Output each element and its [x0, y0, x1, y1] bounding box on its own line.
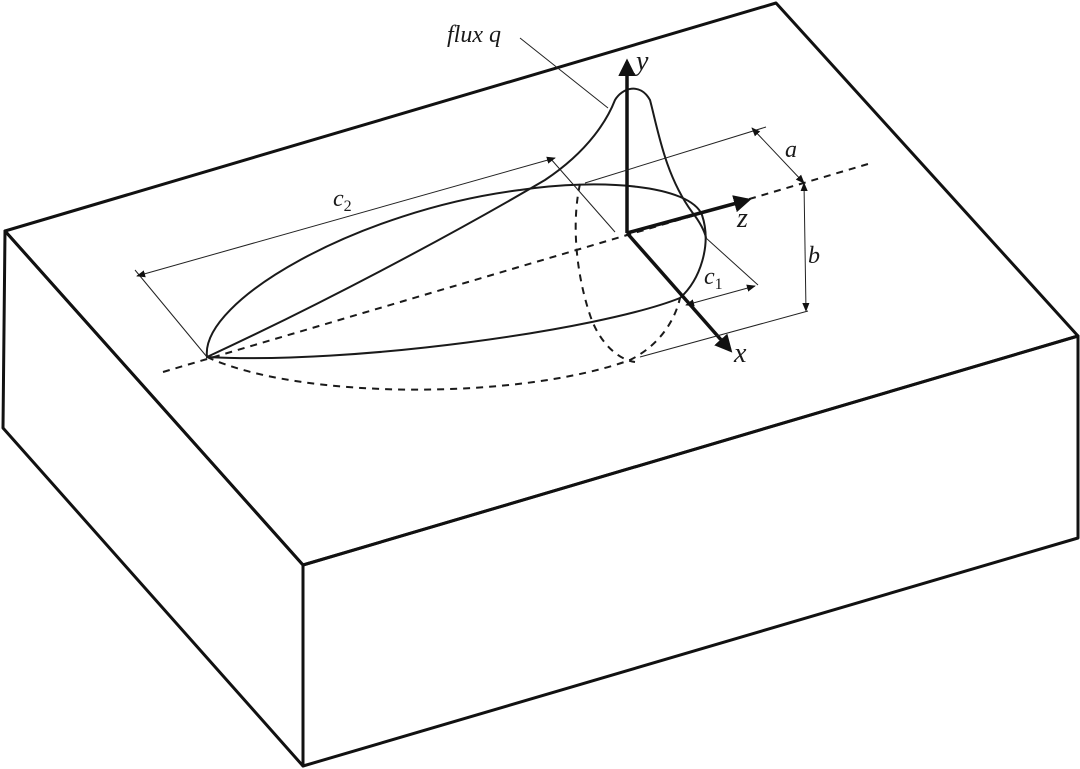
- c1-base: c: [704, 264, 715, 290]
- x-axis: [625, 231, 733, 353]
- labels: flux q y z x a b c1 c2: [333, 22, 820, 369]
- c2-label: c2: [333, 186, 352, 215]
- block-top-face: [3, 1, 1080, 567]
- z-axis-label: z: [736, 203, 748, 234]
- a-dimension-arrow: [751, 127, 805, 184]
- y-axis-label: y: [633, 46, 649, 77]
- z-axis: [626, 195, 752, 235]
- b-label: b: [808, 243, 820, 269]
- a-label: a: [785, 137, 797, 163]
- coordinate-axes: [618, 58, 752, 353]
- x-axis-label: x: [733, 338, 747, 369]
- dimension-lines: [134, 37, 810, 358]
- block-left-face: [1, 229, 305, 768]
- flux-distribution-curve: [206, 87, 707, 358]
- c1-label: c1: [704, 264, 723, 293]
- flux-leader-line: [519, 37, 609, 109]
- c1-sub: 1: [715, 276, 723, 293]
- c1-dimension-arrow: [685, 284, 756, 307]
- flux-label: flux q: [447, 22, 501, 48]
- cross-section-curve: [574, 183, 636, 363]
- c2-base: c: [333, 186, 344, 212]
- weld-centerline: [162, 163, 869, 373]
- block-front-face: [301, 334, 1080, 768]
- depth-boundary: [206, 297, 681, 391]
- b-dimension-arrow: [800, 182, 810, 312]
- c2-dimension-arrow: [136, 156, 556, 278]
- surface-ellipse: [205, 183, 707, 360]
- c2-sub: 2: [344, 198, 352, 215]
